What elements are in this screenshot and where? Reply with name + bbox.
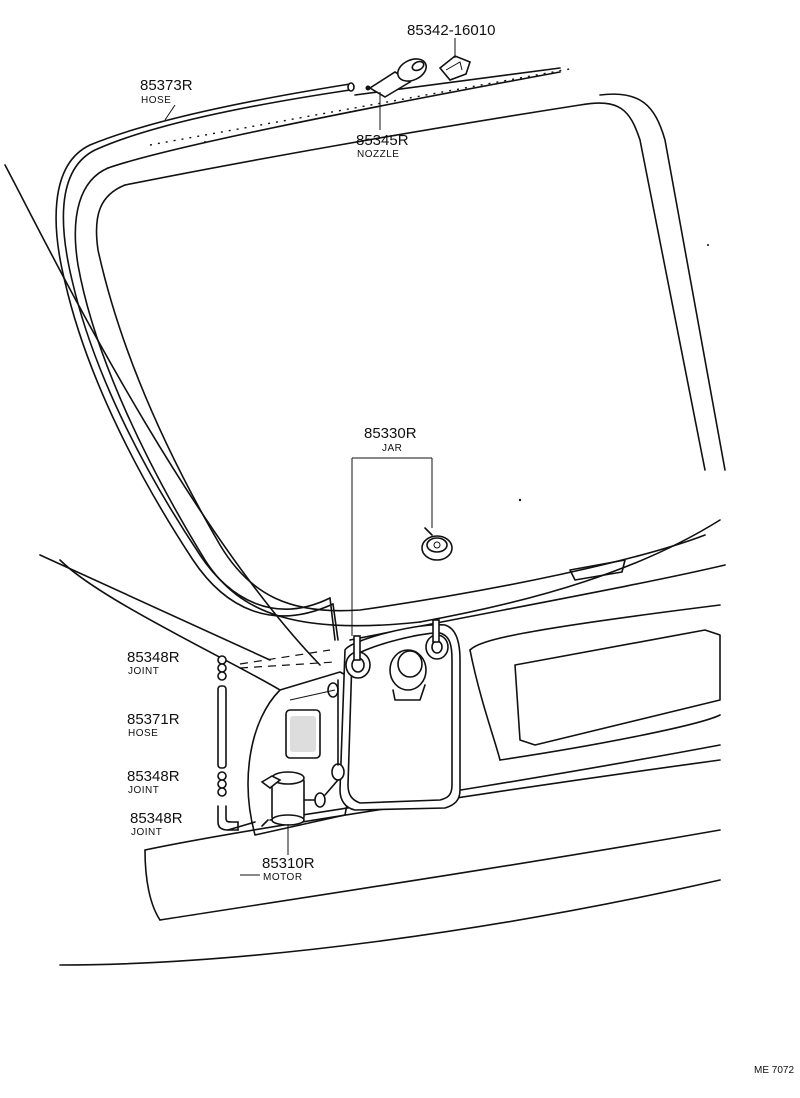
part-number-joint-c: 85348R — [130, 810, 183, 827]
part-number-hose-mid: 85371R — [127, 711, 180, 728]
part-name-joint-b: JOINT — [128, 785, 159, 796]
part-name-hose-mid: HOSE — [128, 728, 158, 739]
washer-jar — [331, 619, 461, 811]
car-body-outline — [4, 67, 726, 966]
part-number-nozzle: 85345R — [356, 132, 409, 149]
joint-c-part — [217, 805, 239, 831]
part-number-joint-b: 85348R — [127, 768, 180, 785]
part-number-motor: 85310R — [262, 855, 315, 872]
label-nozzle: 85345R NOZZLE — [356, 132, 409, 160]
hose-mid-part — [217, 685, 227, 769]
label-hose-top: 85373R HOSE — [140, 77, 193, 106]
label-jar: 85330R JAR — [364, 425, 417, 454]
joint-a-part — [217, 655, 227, 681]
washer-hose-top — [55, 82, 355, 641]
part-name-motor: MOTOR — [263, 872, 303, 883]
label-joint-a: 85348R JOINT — [127, 649, 180, 677]
part-name-joint-c: JOINT — [131, 827, 162, 838]
label-joint-c: 85348R JOINT — [130, 810, 183, 838]
part-name-nozzle: NOZZLE — [357, 149, 399, 160]
part-number-clip: 85342-16010 — [407, 22, 495, 39]
part-name-jar: JAR — [382, 443, 402, 454]
label-hose-mid: 85371R HOSE — [127, 711, 180, 739]
label-motor: 85310R MOTOR — [262, 855, 315, 883]
label-clip: 85342-16010 — [407, 22, 495, 39]
diagram-reference-code: ME 7072 — [754, 1065, 794, 1076]
washer-motor — [260, 771, 339, 827]
part-number-jar: 85330R — [364, 425, 417, 442]
part-number-joint-a: 85348R — [127, 649, 180, 666]
leader-lines — [164, 38, 456, 876]
part-name-hose-top: HOSE — [141, 95, 171, 106]
jar-cap — [421, 527, 453, 561]
nozzle-clip — [438, 55, 471, 81]
part-number-hose-top: 85373R — [140, 77, 193, 94]
washer-nozzle — [365, 58, 428, 98]
label-joint-b: 85348R JOINT — [127, 768, 180, 796]
part-name-joint-a: JOINT — [128, 666, 159, 677]
joint-b-part — [217, 771, 227, 797]
